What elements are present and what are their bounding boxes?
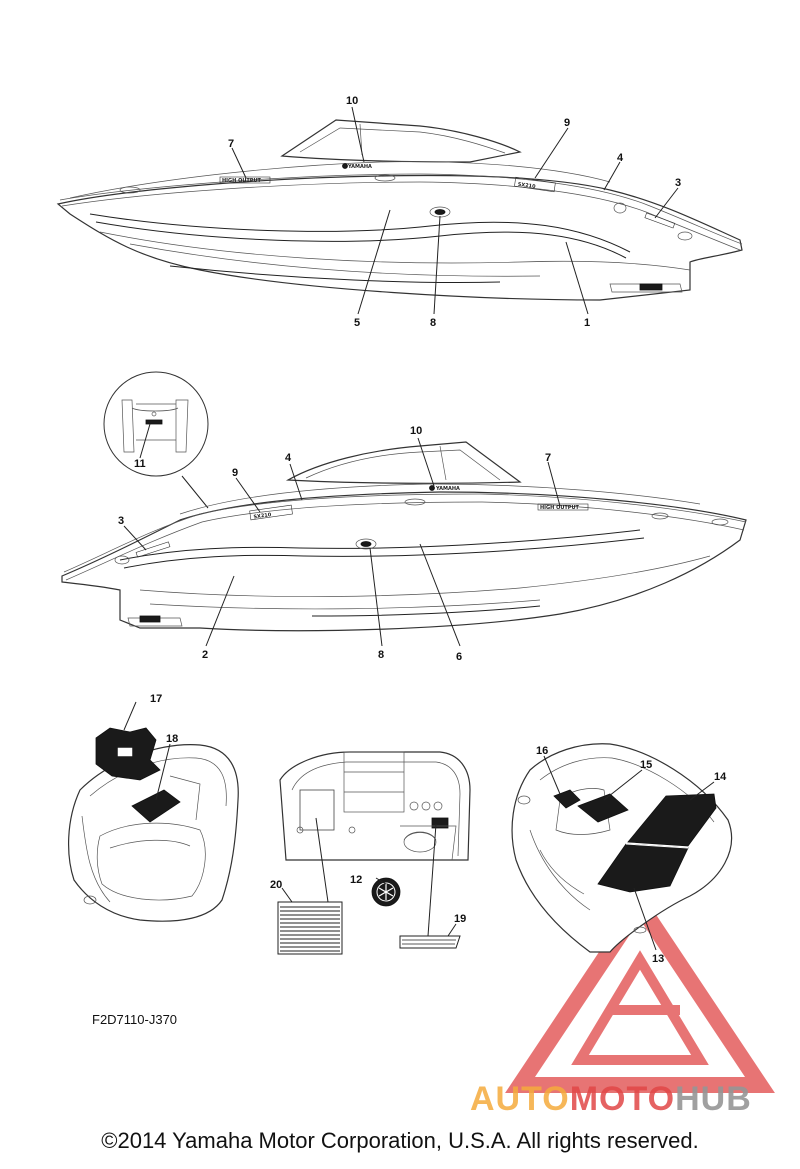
callout-6: 6 xyxy=(456,651,462,663)
callout-10-top: 10 xyxy=(346,95,358,107)
callout-15: 15 xyxy=(640,759,652,771)
watermark-text: AUTOMOTOHUB xyxy=(470,1080,752,1119)
callout-9-top: 9 xyxy=(564,117,570,129)
callout-3-middle: 3 xyxy=(118,515,124,527)
decal-high-output-top: HIGH OUTPUT xyxy=(222,178,262,184)
decal-model-top: SX210 xyxy=(517,182,536,191)
callout-8-middle: 8 xyxy=(378,649,384,661)
callout-4-top: 4 xyxy=(617,152,624,164)
callout-14: 14 xyxy=(714,771,727,783)
watermark-text-part3: HUB xyxy=(675,1080,752,1118)
copyright-notice: ©2014 Yamaha Motor Corporation, U.S.A. A… xyxy=(101,1128,699,1153)
callout-9-middle: 9 xyxy=(232,467,238,479)
callout-2: 2 xyxy=(202,649,208,661)
watermark-logo xyxy=(505,890,775,1093)
stern-platform-view: 16 15 14 13 xyxy=(511,743,733,965)
callout-7-top: 7 xyxy=(228,138,234,150)
callout-1: 1 xyxy=(584,317,590,329)
callout-16: 16 xyxy=(536,745,548,757)
callout-3-top: 3 xyxy=(675,177,681,189)
callout-10-middle: 10 xyxy=(410,425,422,437)
mat-stripes-20 xyxy=(280,906,340,952)
decal-brand-middle: YAMAHA xyxy=(435,486,460,492)
callout-17: 17 xyxy=(150,693,162,705)
callout-4-middle: 4 xyxy=(285,452,292,464)
callout-20: 20 xyxy=(270,879,282,891)
callout-13: 13 xyxy=(652,953,664,965)
decal-high-output-middle: HIGH OUTPUT xyxy=(540,505,580,511)
diagram-part-code: F2D7110-J370 xyxy=(92,1012,178,1027)
watermark-text-part1: AUTO xyxy=(470,1080,570,1118)
callout-11: 11 xyxy=(134,458,146,470)
callout-12: 12 xyxy=(350,874,362,886)
callout-7-middle: 7 xyxy=(545,452,551,464)
watermark-text-part2: MOTO xyxy=(569,1080,676,1118)
decal-brand-top: YAMAHA xyxy=(347,164,372,170)
callout-18: 18 xyxy=(166,733,178,745)
callout-19: 19 xyxy=(454,913,466,925)
cockpit-helm-view: 20 12 19 xyxy=(270,751,471,955)
detail-circle-transom: 11 xyxy=(103,371,209,509)
bow-area-view: 17 18 xyxy=(68,693,239,922)
boat-side-view-middle: YAMAHA SX210 HIGH OUTPUT 10 7 4 9 3 2 8 … xyxy=(61,425,747,663)
boat-side-view-top: HIGH OUTPUT YAMAHA SX210 10 9 4 3 7 5 8 … xyxy=(56,95,743,329)
callout-8-top: 8 xyxy=(430,317,436,329)
decal-model-middle: SX210 xyxy=(253,512,272,521)
callout-5: 5 xyxy=(354,317,360,329)
